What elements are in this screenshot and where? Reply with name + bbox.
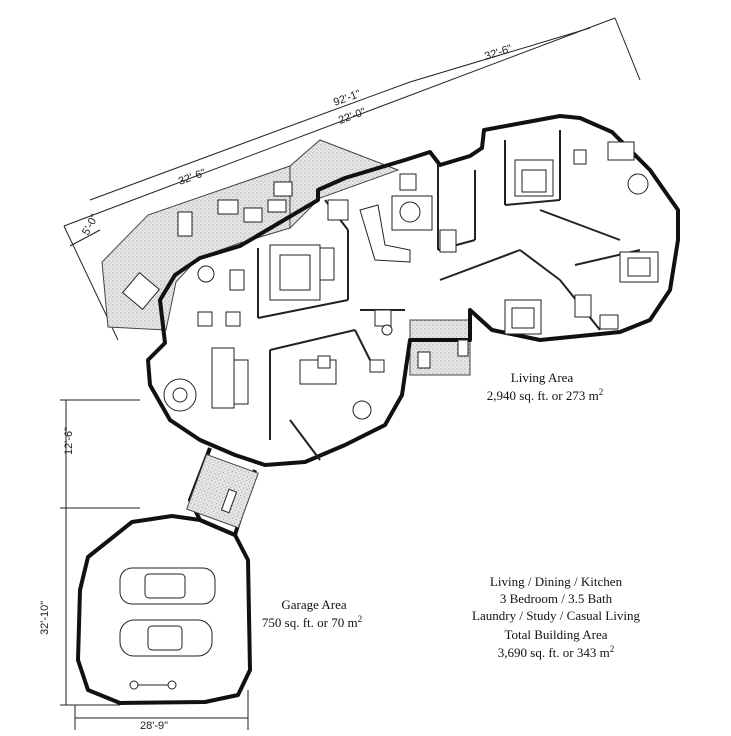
features-line-1: Living / Dining / Kitchen [490,574,623,589]
dim-upper-right: 32'-6" [483,43,513,63]
dim-deck-depth: 5'-0" [80,212,101,237]
garage-area-size: 750 sq. ft. or 70 m2 [262,614,362,630]
dim-upper-mid: 22'-0" [337,106,368,127]
total-area-title: Total Building Area [504,627,607,642]
garage-walls [76,514,252,705]
dim-breezeway: 12'-6" [63,427,75,455]
dim-left-deck: 32'-6" [177,167,208,188]
dim-overall: 92'-1" [332,88,363,109]
furniture [119,141,659,690]
deck [101,165,291,331]
living-area-size: 2,940 sq. ft. or 273 m2 [487,387,603,403]
living-area-title: Living Area [511,370,574,385]
breezeway-floor [186,453,259,529]
features-line-2: 3 Bedroom / 3.5 Bath [500,591,613,606]
dim-garage-width: 28'-9" [140,720,168,732]
dimension-lines [60,17,641,730]
living-area-walls [146,114,680,467]
total-area-size: 3,690 sq. ft. or 343 m2 [498,644,614,660]
garage-area-title: Garage Area [281,597,347,612]
features-line-3: Laundry / Study / Casual Living [472,608,640,623]
dim-garage-depth: 32'-10" [39,601,51,635]
